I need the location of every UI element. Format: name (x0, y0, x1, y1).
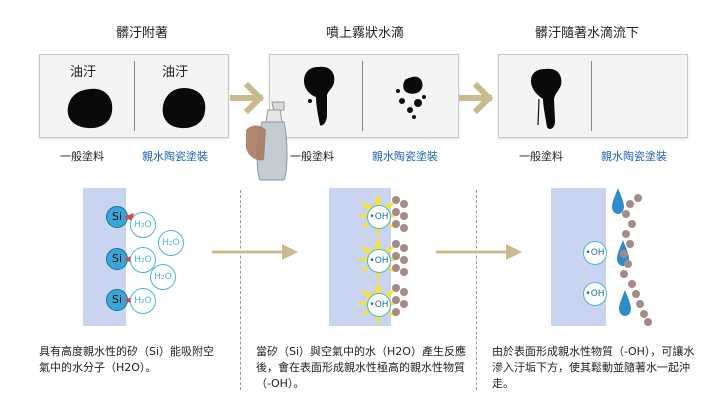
stain-label-right: 油汙 (162, 65, 189, 80)
oh-molecule: •OH (367, 249, 391, 273)
panel-divider (591, 61, 592, 131)
section-divider (476, 190, 477, 390)
step2-left-label: 一般塗料 (290, 150, 334, 163)
step2-right-label: 親水陶瓷塗裝 (372, 150, 438, 163)
step3-right-label: 親水陶瓷塗裝 (601, 150, 667, 163)
step3-caption: 由於表面形成親水性物質（-OH），可讓水滲入汙垢下方，使其鬆動並隨著水一起沖走。 (492, 345, 695, 390)
oh-molecule: •OH (367, 205, 391, 229)
si-atom: Si (106, 248, 128, 270)
oh-molecule: •OH (367, 293, 391, 317)
h2o-molecule: H₂O (130, 247, 156, 273)
step3-title: 髒汙隨著水滴流下 (534, 26, 639, 41)
arrow-right-icon (436, 244, 522, 260)
arrow-right-icon (230, 82, 265, 114)
oh-molecule: •OH (583, 241, 607, 265)
step1-right-label: 親水陶瓷塗裝 (142, 150, 208, 163)
water-drop-icon (612, 188, 624, 214)
h2o-molecule: H₂O (130, 288, 156, 314)
step3-photo-panel (498, 54, 688, 138)
oh-molecule: •OH (583, 282, 607, 306)
step2-title: 噴上霧狀水滴 (325, 26, 404, 41)
step3-left-label: 一般塗料 (519, 150, 563, 163)
dripping-stain-left (531, 68, 562, 129)
arrow-right-icon (459, 82, 494, 114)
arrow-right-icon (212, 244, 298, 260)
section-divider (240, 190, 241, 390)
scattered-stain-right (396, 76, 426, 119)
dirt-particles (392, 196, 408, 316)
step2-caption: 當矽（Si）與空氣中的水（H2O）產生反應後，會在表面形成親水性極高的親水性物質… (256, 345, 466, 390)
water-drop-icon (619, 290, 631, 316)
h2o-molecule: H₂O (150, 264, 176, 290)
h2o-molecule: H₂O (130, 212, 156, 238)
oil-stain-left (67, 88, 113, 129)
step1-left-label: 一般塗料 (60, 150, 104, 163)
step1-caption: 具有高度親水性的矽（Si）能吸附空氣中的水分子（H2O）。 (39, 345, 215, 374)
spray-bottle-icon (246, 101, 288, 181)
dripping-stain-left (304, 66, 335, 126)
step1-title: 髒汙附著 (115, 26, 168, 41)
panel-divider (134, 61, 135, 131)
step1-photo-panel: 油汙 油汙 (39, 54, 229, 138)
step2-photo-panel (269, 54, 459, 138)
dirt-particles (620, 194, 652, 326)
h2o-molecule: H₂O (158, 230, 184, 256)
stain-label-left: 油汙 (70, 65, 97, 80)
panel-divider (362, 61, 363, 131)
oil-stain-right (162, 88, 206, 129)
